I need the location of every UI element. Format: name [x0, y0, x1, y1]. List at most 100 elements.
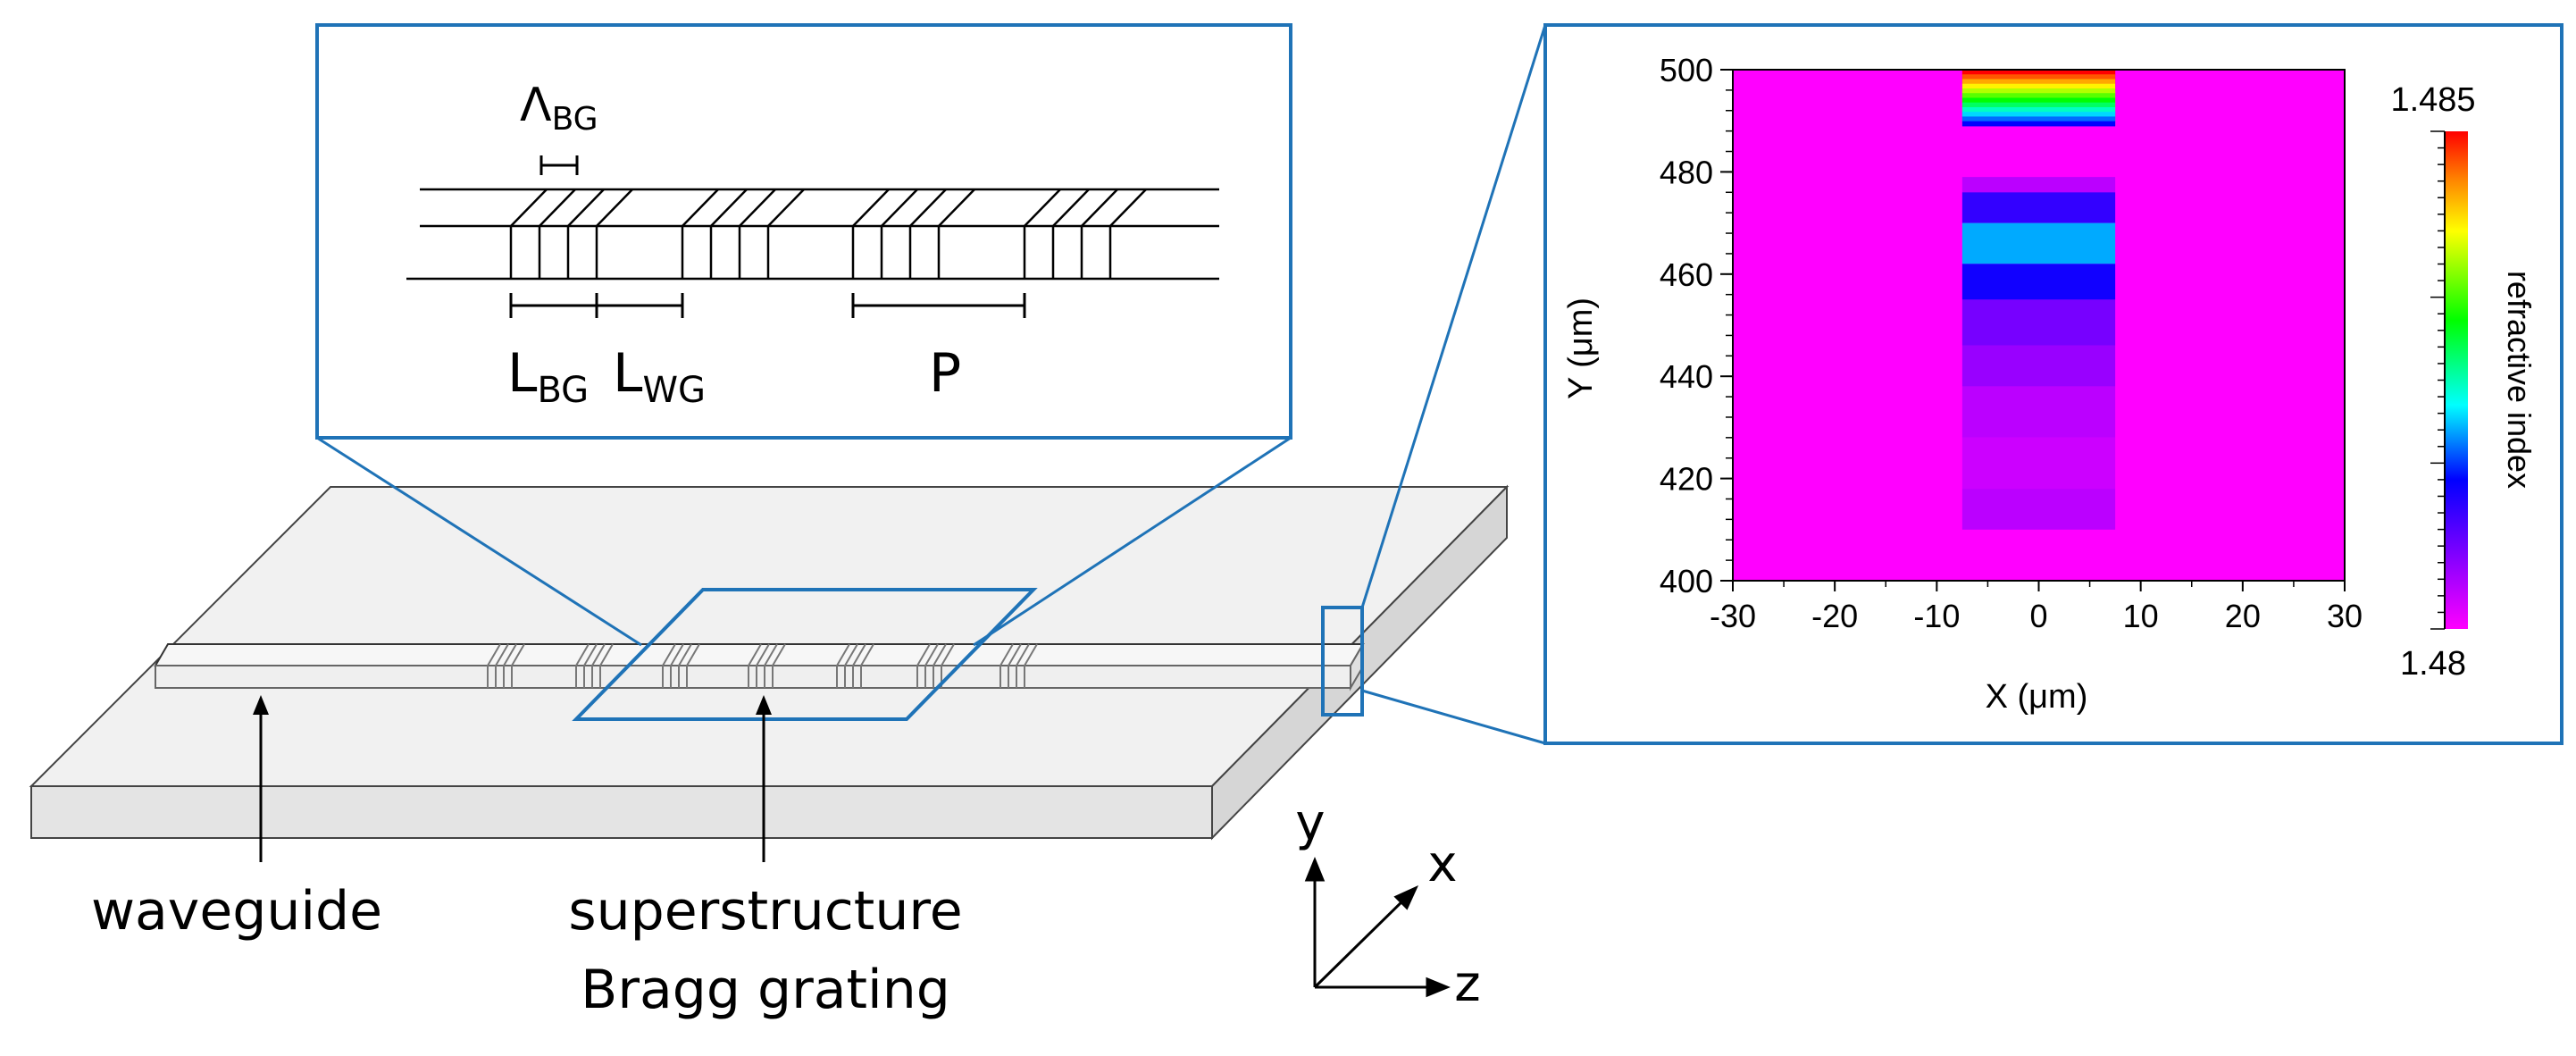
- grating-line: [662, 643, 676, 688]
- heatmap-cell: [1961, 192, 2116, 223]
- grating-line: [941, 643, 955, 688]
- grating-line: [1016, 643, 1030, 688]
- inset-grating-line: [538, 189, 576, 279]
- inset-grating-line: [851, 189, 890, 279]
- heatmap-cell: [1961, 93, 2116, 98]
- heatmap-cell: [1961, 74, 2116, 80]
- grating-line: [844, 643, 858, 688]
- grating-line: [1008, 643, 1022, 688]
- heatmap-cell: [1961, 345, 2116, 387]
- grating-line: [1024, 643, 1038, 688]
- colorbar: [2445, 131, 2468, 629]
- heatmap-cell: [1961, 83, 2116, 89]
- ssbg-label-line2: Bragg grating: [581, 959, 950, 1021]
- lambda-bg-label: ΛBG: [520, 79, 598, 138]
- heatmap-cell: [1961, 116, 2116, 122]
- connector-plot-top: [1360, 24, 1547, 608]
- inset-grating-line: [908, 189, 947, 279]
- period-label: P: [929, 342, 961, 405]
- grating-line: [764, 643, 778, 688]
- inset-grating-line: [1108, 189, 1147, 279]
- grating-line: [575, 643, 590, 688]
- inset-grating-line: [709, 189, 748, 279]
- inset-grating: [509, 189, 1147, 279]
- coord-z-label: z: [1454, 955, 1480, 1013]
- grating-line: [686, 643, 700, 688]
- lambda-bg-marker: [539, 155, 579, 175]
- y-tick-label: 500: [1660, 52, 1713, 88]
- x-axis-label: X (μm): [1986, 678, 2088, 716]
- heatmap: [1733, 70, 2345, 581]
- x-tick-label: -30: [1710, 598, 1756, 634]
- grating-line: [591, 643, 606, 688]
- waveguide-strip: [154, 641, 1365, 691]
- connector-plot-bottom: [1361, 689, 1546, 745]
- y-tick-label: 400: [1660, 563, 1713, 599]
- heatmap-cell: [1961, 121, 2116, 127]
- length-dimension: [509, 293, 684, 318]
- heatmap-cell: [1961, 299, 2116, 346]
- colorbar-title: refractive index: [2501, 271, 2538, 489]
- grating-line: [999, 643, 1014, 688]
- inset-grating-line: [1051, 189, 1090, 279]
- colorbar-min-label: 1.48: [2400, 645, 2466, 683]
- inset-grating-line: [1023, 189, 1061, 279]
- inset-frame: [315, 23, 1292, 440]
- grating-line: [495, 643, 509, 688]
- grating-line: [772, 643, 786, 688]
- grating-line: [756, 643, 770, 688]
- grating-line: [583, 643, 598, 688]
- inset-grating-line: [937, 189, 975, 279]
- grating-line: [670, 643, 684, 688]
- inset-grating-line: [766, 189, 805, 279]
- heatmap-cell: [1961, 102, 2116, 108]
- grating-lines: [487, 643, 1038, 688]
- grating-inset: ΛBG LBG LWG P: [315, 23, 1292, 440]
- slab-front-face: [30, 785, 1213, 839]
- heatmap-cell: [1961, 97, 2116, 104]
- colorbar-ticks: [2430, 130, 2446, 630]
- x-tick-label: 20: [2225, 598, 2261, 634]
- grating-line: [678, 643, 692, 688]
- x-tick-label: 0: [2029, 598, 2047, 634]
- grating-line: [852, 643, 866, 688]
- lwg-label: LWG: [613, 342, 706, 411]
- y-axis-label: Y (μm): [1562, 298, 1600, 399]
- coordinate-axes: [1304, 857, 1451, 998]
- connector-right: [973, 436, 1292, 647]
- grating-line: [836, 643, 850, 688]
- inset-grating-line: [738, 189, 776, 279]
- waveguide-pointer: [253, 695, 269, 862]
- inset-grating-line: [880, 189, 918, 279]
- heatmap-cell: [1961, 79, 2116, 85]
- period-dimension: [851, 293, 1026, 318]
- grating-line: [916, 643, 931, 688]
- inset-grating-line: [681, 189, 719, 279]
- grating-line: [933, 643, 947, 688]
- zoom-region-grating: [572, 588, 1038, 721]
- grating-line: [860, 643, 874, 688]
- waveguide-front-face: [155, 665, 1351, 689]
- x-tick-label: -10: [1913, 598, 1960, 634]
- zoom-region-facet: [1321, 606, 1364, 717]
- inset-grating-line: [509, 189, 548, 279]
- x-tick-label: -20: [1811, 598, 1858, 634]
- heatmap-cell: [1961, 70, 2116, 75]
- heatmap-cell: [1961, 489, 2116, 530]
- connector-left: [316, 436, 642, 647]
- heatmap-cell: [1961, 177, 2116, 193]
- heatmap-cell: [1961, 106, 2116, 113]
- x-tick-label: 10: [2123, 598, 2159, 634]
- y-tick-label: 420: [1660, 461, 1713, 498]
- x-axis-arrow: [1313, 894, 1409, 989]
- heatmap-cell: [1961, 112, 2116, 117]
- coord-x-label: x: [1427, 835, 1457, 893]
- heatmap-cell: [1961, 88, 2116, 94]
- grating-line: [503, 643, 517, 688]
- heatmap-cell: [1961, 386, 2116, 438]
- y-tick-label: 460: [1660, 256, 1713, 293]
- waveguide-label: waveguide: [91, 880, 382, 943]
